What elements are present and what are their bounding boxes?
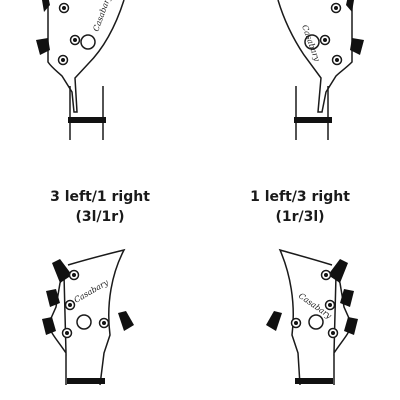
headstock-outline: [277, 0, 353, 113]
config-code: (1r/3l): [275, 209, 325, 225]
neck-outline: [69, 86, 104, 140]
headstock-bottom-right: Casabary: [200, 245, 400, 400]
tuner-peg-icon: [118, 311, 134, 331]
tuner-peg-icon: [340, 289, 354, 307]
tuner-peg-icon: [46, 289, 60, 307]
nut: [68, 117, 106, 123]
config-label-left: 3 left/1 right (3l/1r): [0, 187, 200, 227]
tuner-peg-icon: [350, 38, 364, 55]
headstock-bottom-left: Casabary: [0, 245, 200, 400]
truss-rod-cover: [308, 314, 324, 330]
headstock-top-right: Casabary: [200, 0, 400, 145]
headstock-outline: [47, 0, 125, 113]
nut: [67, 378, 105, 384]
headstock-top-left: Casabary: [0, 0, 200, 145]
tuner-peg-icon: [344, 317, 358, 335]
config-label-right: 1 left/3 right (1r/3l): [200, 187, 400, 227]
truss-rod-cover: [80, 34, 96, 50]
tuner-peg-icon: [328, 259, 348, 283]
tuner-peg-icon: [42, 317, 56, 335]
tuner-peg-icon: [266, 311, 282, 331]
truss-rod-cover: [304, 34, 320, 50]
tuner-peg-icon: [42, 0, 50, 12]
nut: [294, 117, 332, 123]
config-title: 1 left/3 right: [250, 189, 350, 205]
truss-rod-cover: [76, 314, 92, 330]
nut: [295, 378, 333, 384]
config-code: (3l/1r): [75, 209, 125, 225]
tuner-peg-icon: [36, 38, 50, 55]
tuner-peg-icon: [346, 0, 354, 12]
tuner-peg-icon: [52, 259, 72, 283]
config-title: 3 left/1 right: [50, 189, 150, 205]
neck-outline: [295, 86, 329, 140]
